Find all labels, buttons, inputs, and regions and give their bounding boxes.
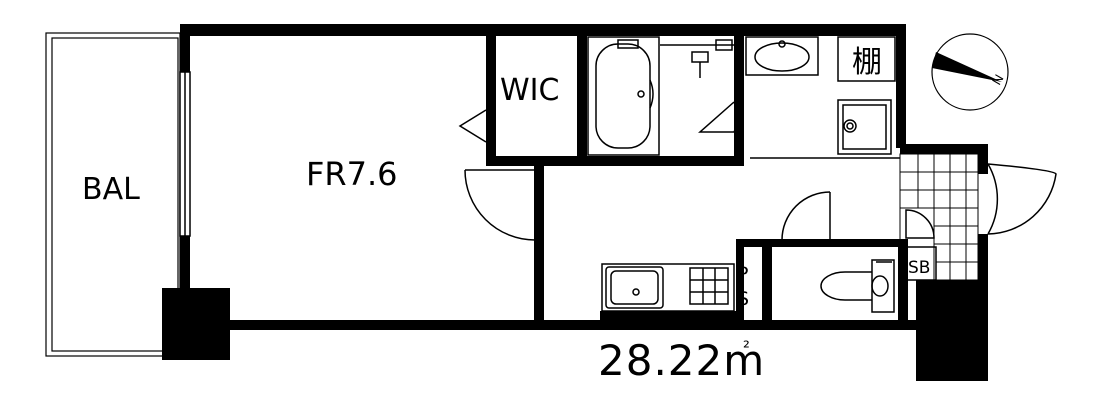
walls xyxy=(162,24,988,381)
balcony-window xyxy=(179,71,191,237)
pipe-space-label-p: P xyxy=(737,263,749,285)
closet-door-mark xyxy=(458,109,487,143)
compass-icon xyxy=(931,33,1009,111)
bath-door-swing xyxy=(698,101,739,133)
toilet xyxy=(820,259,895,313)
shelf-box xyxy=(837,36,896,82)
shoe-box-label: SB xyxy=(908,258,931,278)
kitchen-sink xyxy=(601,263,735,312)
floor-area-unit: m xyxy=(723,336,766,385)
bathtub xyxy=(587,36,660,156)
washroom-door-swing xyxy=(781,191,831,241)
shoe-box-door xyxy=(905,209,935,239)
floor-area-unit-superscript: ² xyxy=(743,338,750,358)
room-door-swing xyxy=(464,169,536,241)
shelf-label: 棚 xyxy=(852,45,882,80)
pipe-space-label-s: S xyxy=(737,288,750,310)
washbasin xyxy=(745,36,819,76)
floor-area-value: 28.22 xyxy=(598,336,724,385)
bath-faucet xyxy=(660,39,734,78)
entrance-tiles xyxy=(899,153,979,281)
entrance-door-swing xyxy=(987,163,1057,235)
floor-area-label: 28.22m xyxy=(598,336,765,385)
balcony-label: BAL xyxy=(82,172,140,207)
gas-stove xyxy=(689,267,729,305)
main-room-label: FR7.6 xyxy=(306,155,398,193)
closet-label: WIC xyxy=(500,73,560,108)
washing-machine-pan xyxy=(837,99,892,155)
